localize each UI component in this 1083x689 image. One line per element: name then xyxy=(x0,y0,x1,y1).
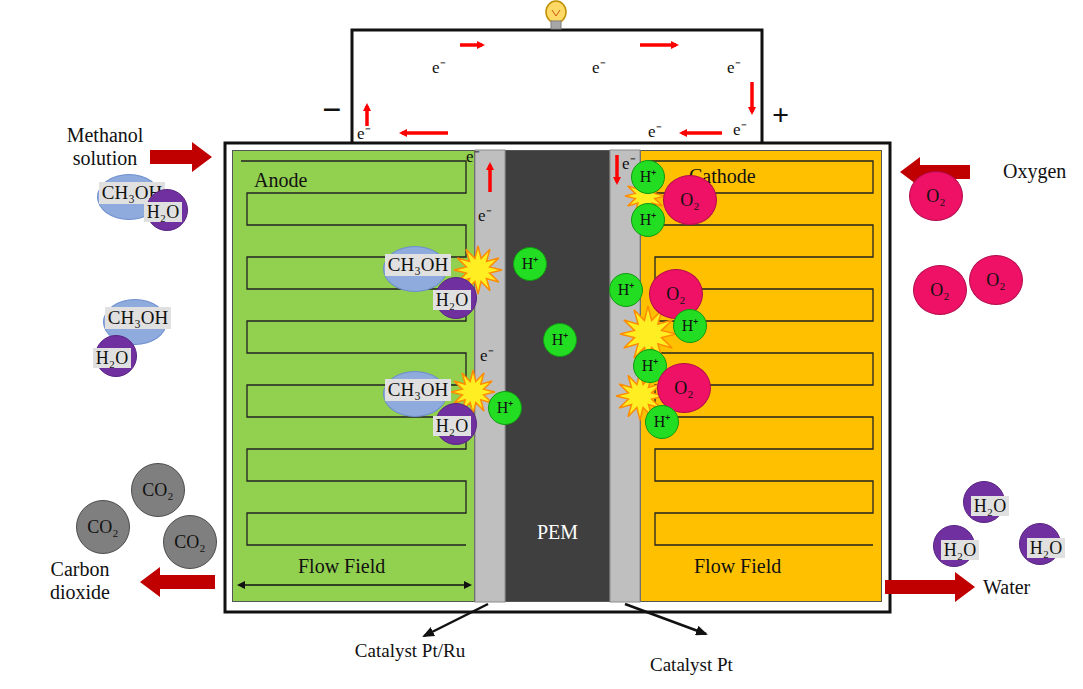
terminal-sign: + xyxy=(772,98,789,133)
molecule-formula: H₂O xyxy=(93,348,131,369)
molecule-formula: CO₂ xyxy=(142,480,173,501)
flow-arrow xyxy=(140,142,975,602)
molecule: H⁺ xyxy=(645,405,679,439)
molecule: H⁺ xyxy=(513,247,547,281)
molecule: H⁺ xyxy=(631,160,665,194)
electron-label: e⁻ xyxy=(466,147,480,167)
panel-label: Flow Field xyxy=(691,555,784,578)
serpentine-channel xyxy=(241,161,466,545)
electron-label: e⁻ xyxy=(592,58,606,78)
molecule-formula: H⁺ xyxy=(640,168,657,186)
electron-label: e⁻ xyxy=(432,58,446,78)
text-label: Water xyxy=(983,576,1030,599)
molecule: H⁺ xyxy=(488,391,522,425)
molecule-formula: O₂ xyxy=(986,270,1005,291)
molecule-formula: H⁺ xyxy=(642,357,659,375)
molecule: O₂ xyxy=(663,175,717,225)
molecule: O₂ xyxy=(909,171,963,221)
molecule-formula: O₂ xyxy=(666,284,685,305)
molecule-formula: H₂O xyxy=(433,290,471,311)
terminal-sign: − xyxy=(322,90,341,129)
molecule-formula: CO₂ xyxy=(87,517,118,538)
molecule: H₂O xyxy=(142,191,184,233)
molecule-formula: O₂ xyxy=(926,186,945,207)
molecule-formula: O₂ xyxy=(930,280,949,301)
molecule: H₂O xyxy=(91,337,133,379)
molecule: H⁺ xyxy=(609,273,643,307)
text-label: Methanol solution xyxy=(40,124,170,170)
molecule: H⁺ xyxy=(631,203,665,237)
panel-label: Flow Field xyxy=(295,555,388,578)
electron-label: e⁻ xyxy=(622,154,636,174)
panel-label: Anode xyxy=(251,169,310,192)
text-label: Catalyst Pt xyxy=(650,654,733,676)
molecule-formula: CH₃OH xyxy=(385,379,451,401)
molecule: CO₂ xyxy=(131,463,185,517)
electron-label: e⁻ xyxy=(727,58,741,78)
light-bulb xyxy=(546,1,566,29)
molecule: H⁺ xyxy=(673,309,707,343)
molecule-formula: CH₃OH xyxy=(385,254,451,276)
molecule: H⁺ xyxy=(543,323,577,357)
molecule-formula: H⁺ xyxy=(618,281,635,299)
molecule: O₂ xyxy=(969,255,1023,305)
molecule-formula: O₂ xyxy=(680,190,699,211)
molecule-formula: H₂O xyxy=(1027,538,1065,559)
molecule-formula: H₂O xyxy=(941,540,979,561)
electron-label: e⁻ xyxy=(733,120,747,140)
molecule-formula: H⁺ xyxy=(552,331,569,349)
molecule-formula: CH₃OH xyxy=(105,307,171,329)
electron-arrow xyxy=(367,45,752,133)
molecule: H₂O xyxy=(939,529,981,571)
molecule-formula: CO₂ xyxy=(174,532,205,553)
text-label: Catalyst Pt/Ru xyxy=(350,640,470,662)
cell-panel: PEM xyxy=(505,150,610,602)
molecule-formula: H₂O xyxy=(144,202,182,223)
molecule-formula: H⁺ xyxy=(497,399,514,417)
panel-label: PEM xyxy=(506,521,609,544)
serpentine-channel xyxy=(649,161,873,545)
width-arrow xyxy=(239,584,470,585)
molecule: H₂O xyxy=(1025,527,1067,569)
molecule-formula: H⁺ xyxy=(682,317,699,335)
text-label: Carbon dioxide xyxy=(25,558,135,604)
molecule-formula: H⁺ xyxy=(522,255,539,273)
external-wire xyxy=(352,30,762,143)
molecule: H₂O xyxy=(431,279,473,321)
catalyst-leader xyxy=(424,604,706,636)
molecule: CO₂ xyxy=(163,515,217,569)
flow-field-channels xyxy=(233,151,476,603)
molecule: H₂O xyxy=(431,405,473,447)
molecule: CO₂ xyxy=(76,500,130,554)
molecule-formula: H₂O xyxy=(971,496,1009,517)
electron-label: e⁻ xyxy=(480,346,494,366)
electron-label: e⁻ xyxy=(648,122,662,142)
width-arrow-head xyxy=(237,581,472,589)
molecule: O₂ xyxy=(913,265,967,315)
molecule-formula: H⁺ xyxy=(654,413,671,431)
cell-housing xyxy=(225,143,890,612)
text-label: Oxygen xyxy=(1003,160,1066,183)
anode-catalyst xyxy=(475,150,505,602)
electron-label: e⁻ xyxy=(357,124,371,144)
molecule-formula: H⁺ xyxy=(640,211,657,229)
molecule-formula: H₂O xyxy=(433,416,471,437)
cell-panel: AnodeFlow Field xyxy=(232,150,475,602)
electron-label: e⁻ xyxy=(478,206,492,226)
molecule: H₂O xyxy=(969,485,1011,527)
molecule-formula: O₂ xyxy=(674,378,693,399)
